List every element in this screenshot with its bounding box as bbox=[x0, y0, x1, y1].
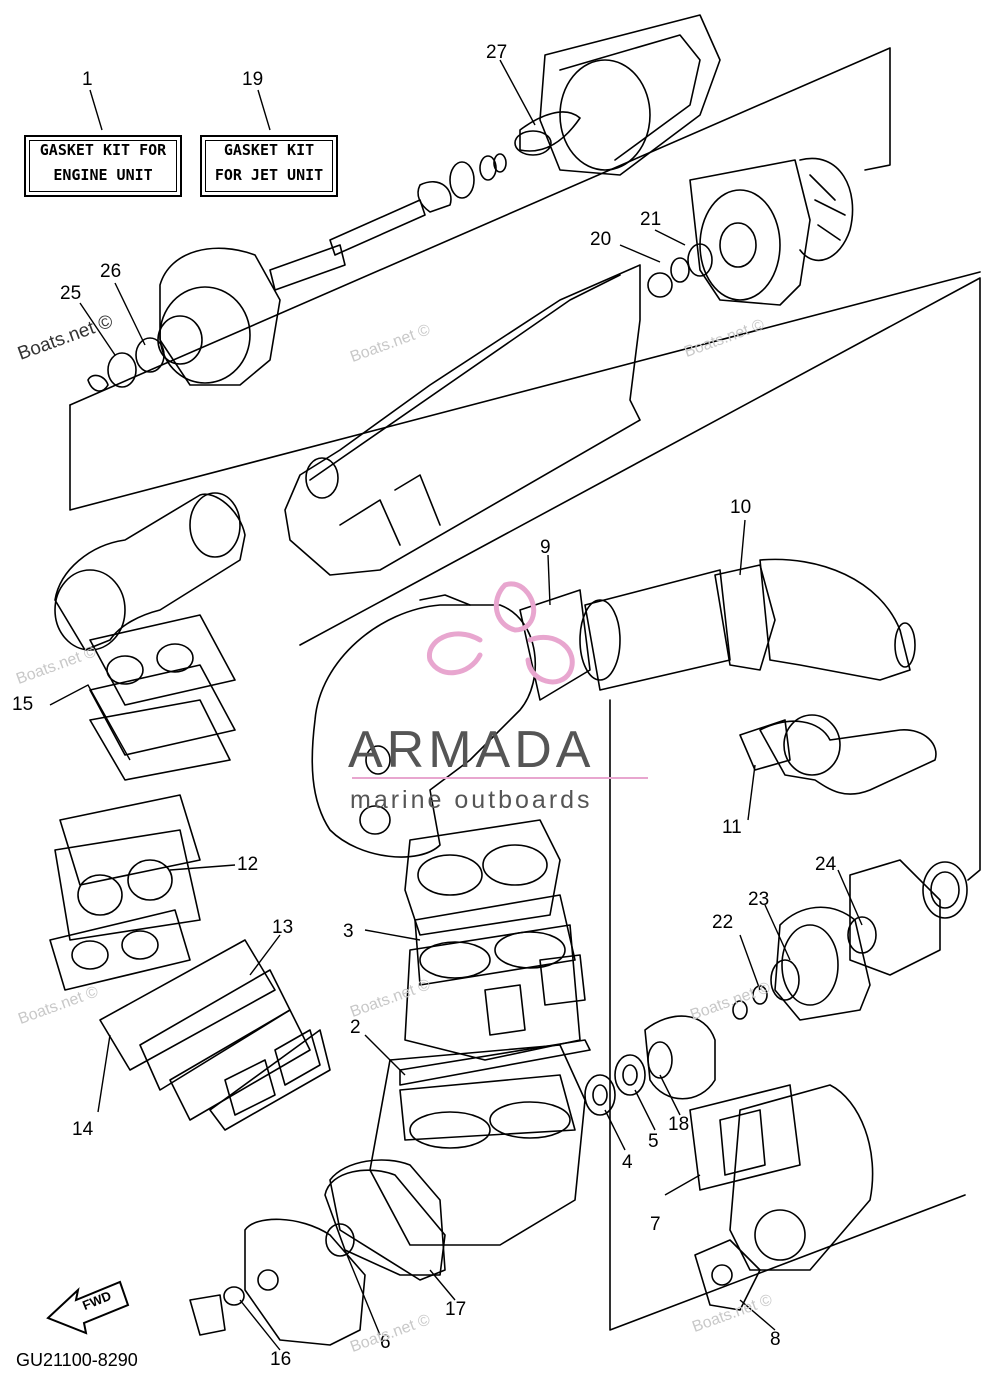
callout-19: 19 bbox=[242, 69, 264, 90]
seal-stack bbox=[584, 1015, 716, 1116]
reed-valves bbox=[224, 1029, 321, 1116]
callout-1: 1 bbox=[82, 69, 93, 90]
cylinder-block bbox=[404, 819, 586, 1061]
brand-tagline: marine outboards bbox=[350, 786, 593, 814]
jet-frame-lower bbox=[69, 271, 981, 511]
water-pump bbox=[732, 859, 968, 1021]
callout-10: 10 bbox=[730, 497, 752, 518]
callout-11: 11 bbox=[722, 817, 742, 838]
diagram-code: GU21100-8290 bbox=[16, 1350, 138, 1370]
callout-2: 2 bbox=[350, 1017, 361, 1038]
jet-frame-upper bbox=[69, 47, 891, 406]
drive-shaft bbox=[269, 153, 507, 291]
callout-5: 5 bbox=[648, 1131, 659, 1152]
callout-15: 15 bbox=[12, 694, 34, 715]
callout-17: 17 bbox=[445, 1299, 467, 1320]
kit-jet-line2: FOR JET UNIT bbox=[214, 166, 324, 184]
intake-housing bbox=[87, 247, 281, 392]
callout-20: 20 bbox=[590, 229, 612, 250]
exhaust-chamber bbox=[519, 558, 916, 701]
fwd-arrow-icon bbox=[46, 1280, 130, 1335]
callout-7: 7 bbox=[650, 1214, 661, 1235]
callout-9: 9 bbox=[540, 537, 551, 558]
callout-12: 12 bbox=[237, 854, 259, 875]
ride-plate bbox=[284, 264, 641, 576]
armada-logo-icon bbox=[427, 581, 575, 685]
callout-16: 16 bbox=[270, 1349, 292, 1370]
callout-27: 27 bbox=[486, 42, 508, 63]
callout-14: 14 bbox=[72, 1119, 94, 1140]
crankcase bbox=[369, 1039, 591, 1246]
callout-13: 13 bbox=[272, 917, 294, 938]
kit-engine-line2: ENGINE UNIT bbox=[53, 166, 153, 184]
callout-18: 18 bbox=[668, 1114, 690, 1135]
gasket-kit-jet-box: GASKET KIT FOR JET UNIT bbox=[200, 135, 338, 197]
callout-4: 4 bbox=[622, 1152, 633, 1173]
kit-engine-line1: GASKET KIT FOR bbox=[39, 141, 167, 159]
muffler bbox=[311, 594, 537, 858]
exhaust-pipe bbox=[54, 492, 246, 651]
kit-jet-line1: GASKET KIT bbox=[223, 141, 315, 159]
callout-25: 25 bbox=[60, 283, 82, 304]
engine-frame-bottom bbox=[609, 699, 966, 1331]
stator-cover bbox=[189, 1159, 446, 1346]
callout-26: 26 bbox=[100, 261, 122, 282]
callout-24: 24 bbox=[815, 854, 837, 875]
pump-housing bbox=[514, 14, 721, 176]
callout-8: 8 bbox=[770, 1329, 781, 1350]
callout-6: 6 bbox=[380, 1332, 391, 1353]
callout-22: 22 bbox=[712, 912, 734, 933]
rear-pipe bbox=[739, 714, 937, 795]
exhaust-manifold bbox=[689, 1084, 874, 1311]
engine-frame-right bbox=[299, 277, 981, 881]
callout-3: 3 bbox=[343, 921, 354, 942]
impeller-housing bbox=[647, 157, 854, 306]
gasket-kit-engine-box: GASKET KIT FOR ENGINE UNIT bbox=[24, 135, 182, 197]
intake-stack bbox=[49, 614, 331, 1131]
brand-name: ARMADA bbox=[348, 721, 595, 779]
callout-23: 23 bbox=[748, 889, 770, 910]
leader-lines bbox=[49, 59, 863, 1351]
callout-21: 21 bbox=[640, 209, 662, 230]
